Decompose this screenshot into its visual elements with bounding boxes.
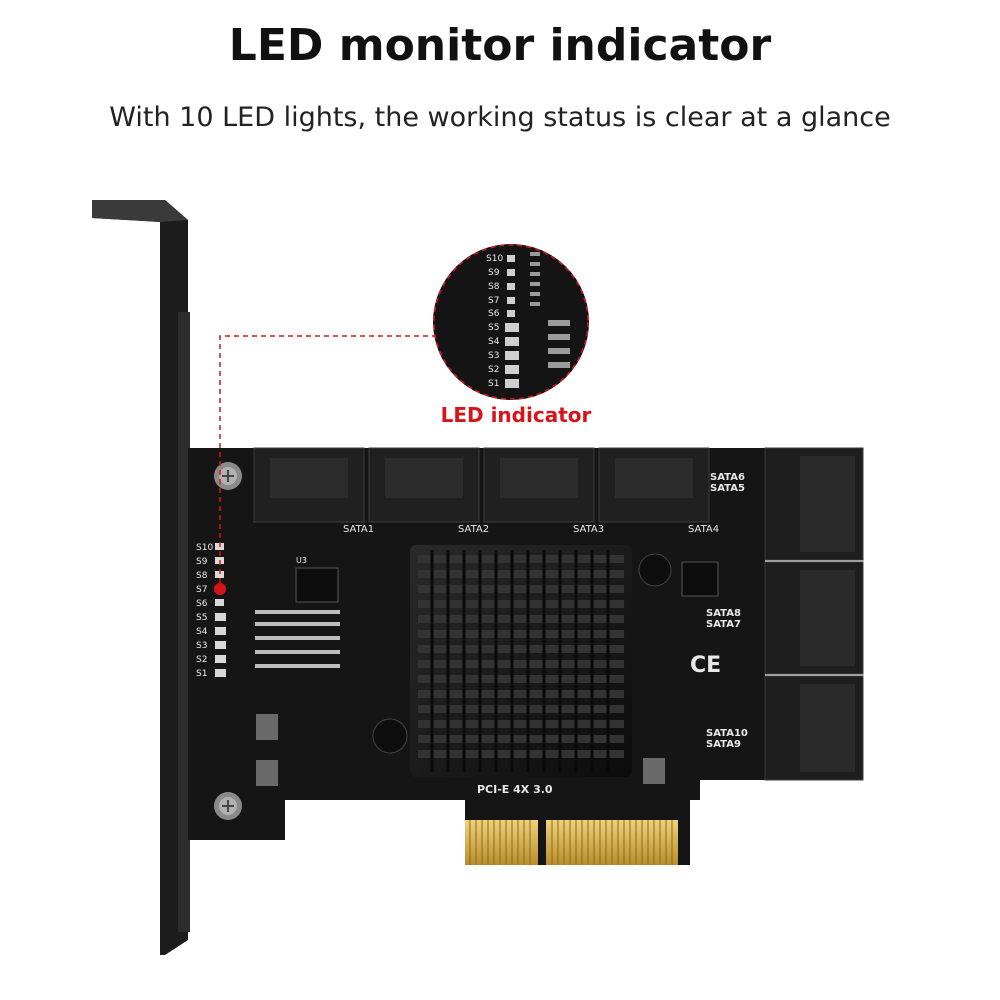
pcie-contacts-short — [465, 820, 538, 865]
board-led-label-s1: S1 — [196, 669, 207, 679]
silk-sata10: SATA10 — [706, 728, 748, 739]
screw-bottom — [214, 792, 242, 820]
heatsink-clip-top — [638, 553, 672, 587]
silk-sata9: SATA9 — [706, 739, 741, 750]
chip-u3 — [295, 567, 339, 603]
zoom-magnifier: S10 S9 S8 S7 S6 S5 S4 S3 S2 S1 — [433, 244, 589, 400]
sata-connector-4 — [598, 447, 710, 523]
callout-label: LED indicator — [440, 403, 592, 427]
silk-u3: U3 — [296, 556, 307, 565]
callout-line — [219, 335, 448, 583]
silk-sata1: SATA1 — [343, 524, 374, 535]
zoom-led-label-s9: S9 — [488, 268, 500, 278]
inductor-l3 — [643, 758, 665, 784]
board-led-label-s3: S3 — [196, 641, 207, 651]
active-led — [214, 583, 226, 595]
board-led-label-s5: S5 — [196, 613, 207, 623]
screw-top — [214, 462, 242, 490]
mounting-bracket — [92, 200, 190, 955]
sata-connector-1 — [253, 447, 365, 523]
board-led-label-s2: S2 — [196, 655, 207, 665]
board-led-label-s10: S10 — [196, 543, 213, 553]
silk-sata6: SATA6 — [710, 472, 745, 483]
zoom-led-label-s7: S7 — [488, 296, 499, 306]
sata-connector-side-3 — [764, 675, 864, 781]
sata-connector-side-2 — [764, 561, 864, 675]
board-led-label-s9: S9 — [196, 557, 208, 567]
board-led-label-s8: S8 — [196, 571, 208, 581]
silk-sata8: SATA8 — [706, 608, 741, 619]
sata-connector-side-1 — [764, 447, 864, 561]
zoom-led-label-s6: S6 — [488, 309, 500, 319]
zoom-led-label-s8: S8 — [488, 282, 500, 292]
silk-sata7: SATA7 — [706, 619, 741, 630]
chip-right — [681, 561, 719, 597]
ce-mark: CE — [690, 653, 721, 678]
inductor-l2 — [256, 760, 278, 786]
board-led-label-s4: S4 — [196, 627, 208, 637]
silk-bus-label: PCI-E 4X 3.0 — [477, 783, 553, 796]
silk-sata2: SATA2 — [458, 524, 489, 535]
silk-sata5: SATA5 — [710, 483, 745, 494]
zoom-led-label-s3: S3 — [488, 351, 499, 361]
silk-sata4: SATA4 — [688, 524, 719, 535]
zoom-led-label-s5: S5 — [488, 323, 499, 333]
board-led-label-s6: S6 — [196, 599, 208, 609]
board-led-label-s7: S7 — [196, 585, 207, 595]
zoom-led-label-s4: S4 — [488, 337, 500, 347]
zoom-led-label-s10: S10 — [486, 254, 503, 264]
board-led-column: S10 S9 S8 S7 S6 S5 S4 S3 S2 S1 — [196, 543, 226, 679]
page-title: LED monitor indicator — [228, 20, 772, 71]
page-subtitle: With 10 LED lights, the working status i… — [109, 102, 891, 133]
heatsink — [410, 545, 632, 777]
sata-connector-2 — [368, 447, 480, 523]
inductor-l1 — [256, 714, 278, 740]
sata-connector-3 — [483, 447, 595, 523]
zoom-led-label-s1: S1 — [488, 379, 499, 389]
zoom-border — [433, 244, 589, 400]
zoom-led-label-s2: S2 — [488, 365, 499, 375]
heatsink-clip-bottom — [372, 718, 408, 754]
silk-sata3: SATA3 — [573, 524, 604, 535]
